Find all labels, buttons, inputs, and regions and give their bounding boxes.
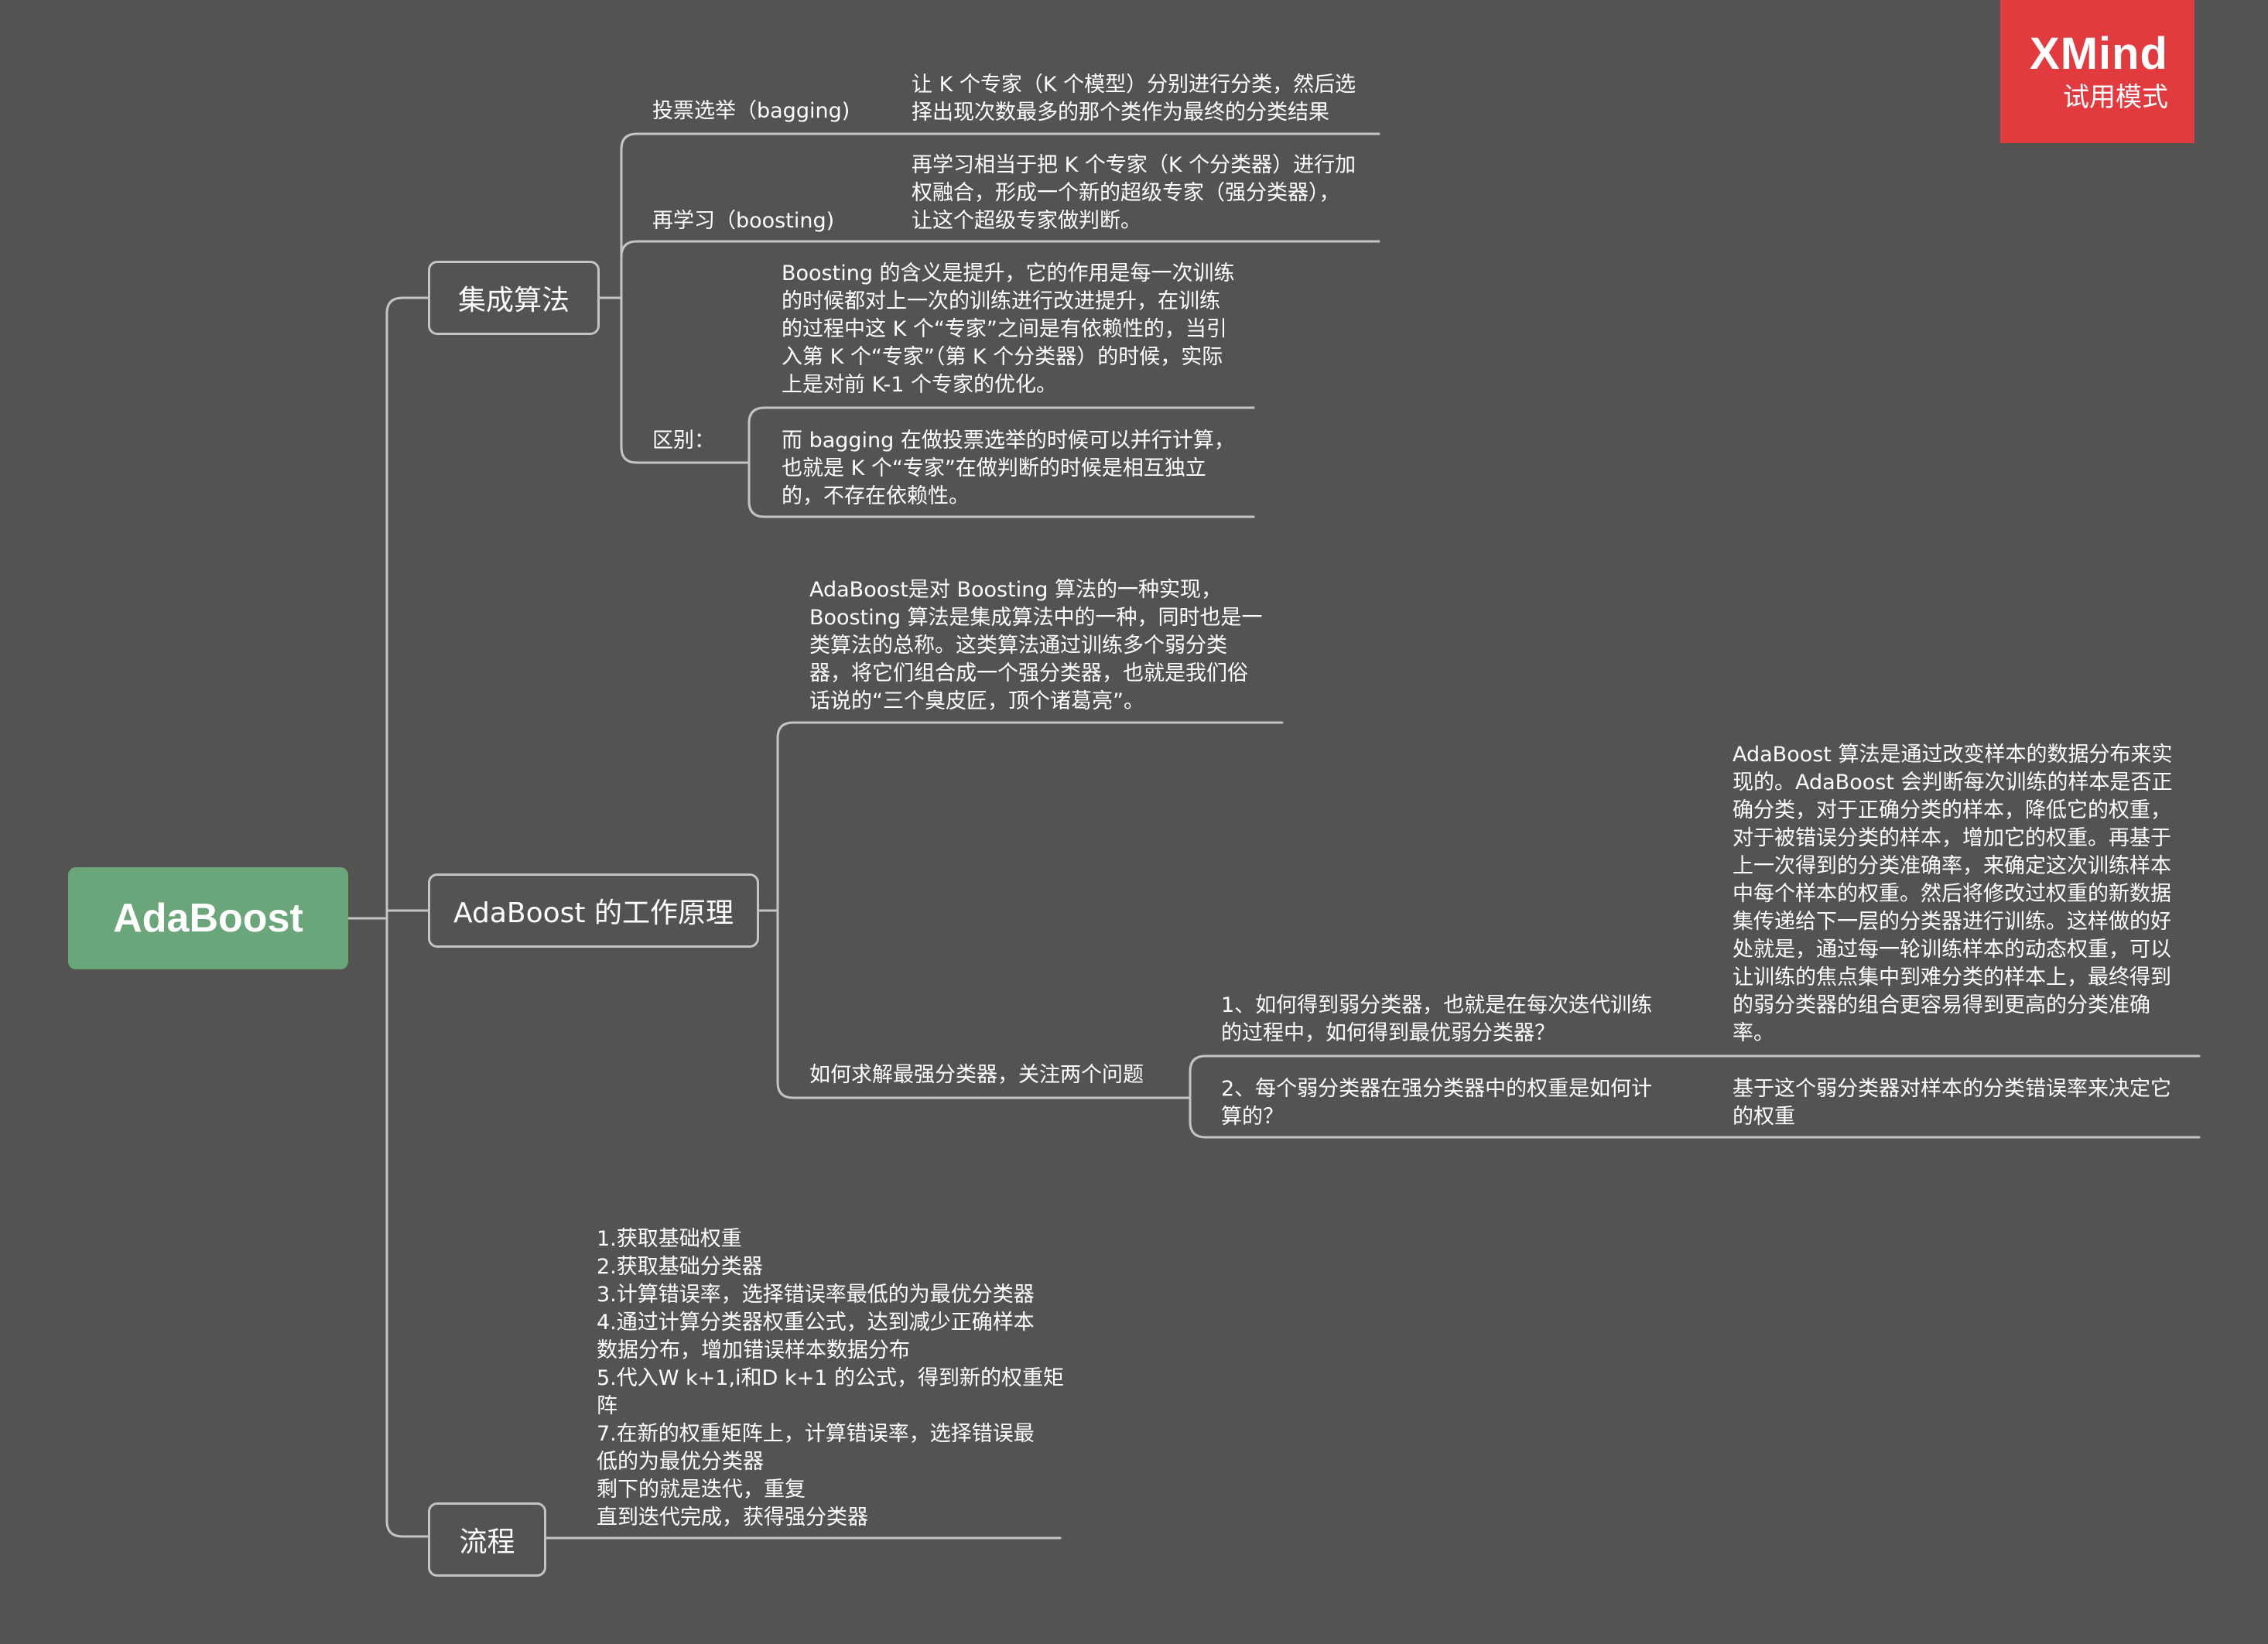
trunk-line <box>368 296 429 920</box>
solve-label[interactable]: 如何求解最强分类器，关注两个问题 <box>809 1063 1144 1087</box>
difference-split-line <box>747 406 1255 464</box>
trial-mode-text: 试用模式 <box>2063 81 2168 113</box>
difference-bagging-text[interactable]: 而 bagging 在做投票选举的时候可以并行计算， 也就是 K 个“专家”在做… <box>782 429 1235 508</box>
difference-boosting-text[interactable]: Boosting 的含义是提升，它的作用是每一次训练 的时候都对上一次的训练进行… <box>782 261 1235 397</box>
answer-2-text[interactable]: 基于这个弱分类器对样本的分类错误率来决定它 的权重 <box>1733 1077 2171 1129</box>
principle-to-intro-line <box>776 721 1284 912</box>
difference-split-line-2 <box>747 461 1255 518</box>
answer-1-text[interactable]: AdaBoost 算法是通过改变样本的数据分布来实 现的。AdaBoost 会判… <box>1733 743 2173 1045</box>
process-steps-text[interactable]: 1.获取基础权重 2.获取基础分类器 3.计算错误率，选择错误率最低的为最优分类… <box>597 1227 1064 1530</box>
xmind-trial-badge: XMind 试用模式 <box>2000 0 2194 143</box>
principle-intro-text[interactable]: AdaBoost是对 Boosting 算法的一种实现， Boosting 算法… <box>809 578 1263 713</box>
ensemble-node[interactable]: 集成算法 <box>428 261 600 335</box>
trunk-to-process-line <box>385 917 429 1538</box>
solve-to-q-line <box>1189 1054 2201 1099</box>
ensemble-to-difference-line <box>620 296 751 464</box>
boosting-description[interactable]: 再学习相当于把 K 个专家（K 个分类器）进行加 权融合，形成一个新的超级专家（… <box>912 153 1356 233</box>
question-2-text[interactable]: 2、每个弱分类器在强分类器中的权重是如何计 算的？ <box>1221 1077 1653 1129</box>
process-node[interactable]: 流程 <box>428 1502 546 1577</box>
principle-to-solve-line <box>776 909 1192 1099</box>
ensemble-to-bagging-line <box>620 132 902 299</box>
bagging-label[interactable]: 投票选举（bagging) <box>652 99 850 123</box>
principle-node[interactable]: AdaBoost 的工作原理 <box>428 873 759 948</box>
boosting-label[interactable]: 再学习（boosting) <box>652 209 835 233</box>
difference-label[interactable]: 区别： <box>652 429 715 453</box>
question-1-text[interactable]: 1、如何得到弱分类器，也就是在每次迭代训练 的过程中，如何得到最优弱分类器？ <box>1221 993 1653 1045</box>
ensemble-to-boosting-line <box>620 240 902 299</box>
solve-to-q2-line <box>1189 1096 2201 1139</box>
xmind-logo-text: XMind <box>2030 28 2168 79</box>
root-node[interactable]: AdaBoost <box>68 867 348 969</box>
bagging-description[interactable]: 让 K 个专家（K 个模型）分别进行分类，然后选 择出现次数最多的那个类作为最终… <box>912 73 1356 125</box>
